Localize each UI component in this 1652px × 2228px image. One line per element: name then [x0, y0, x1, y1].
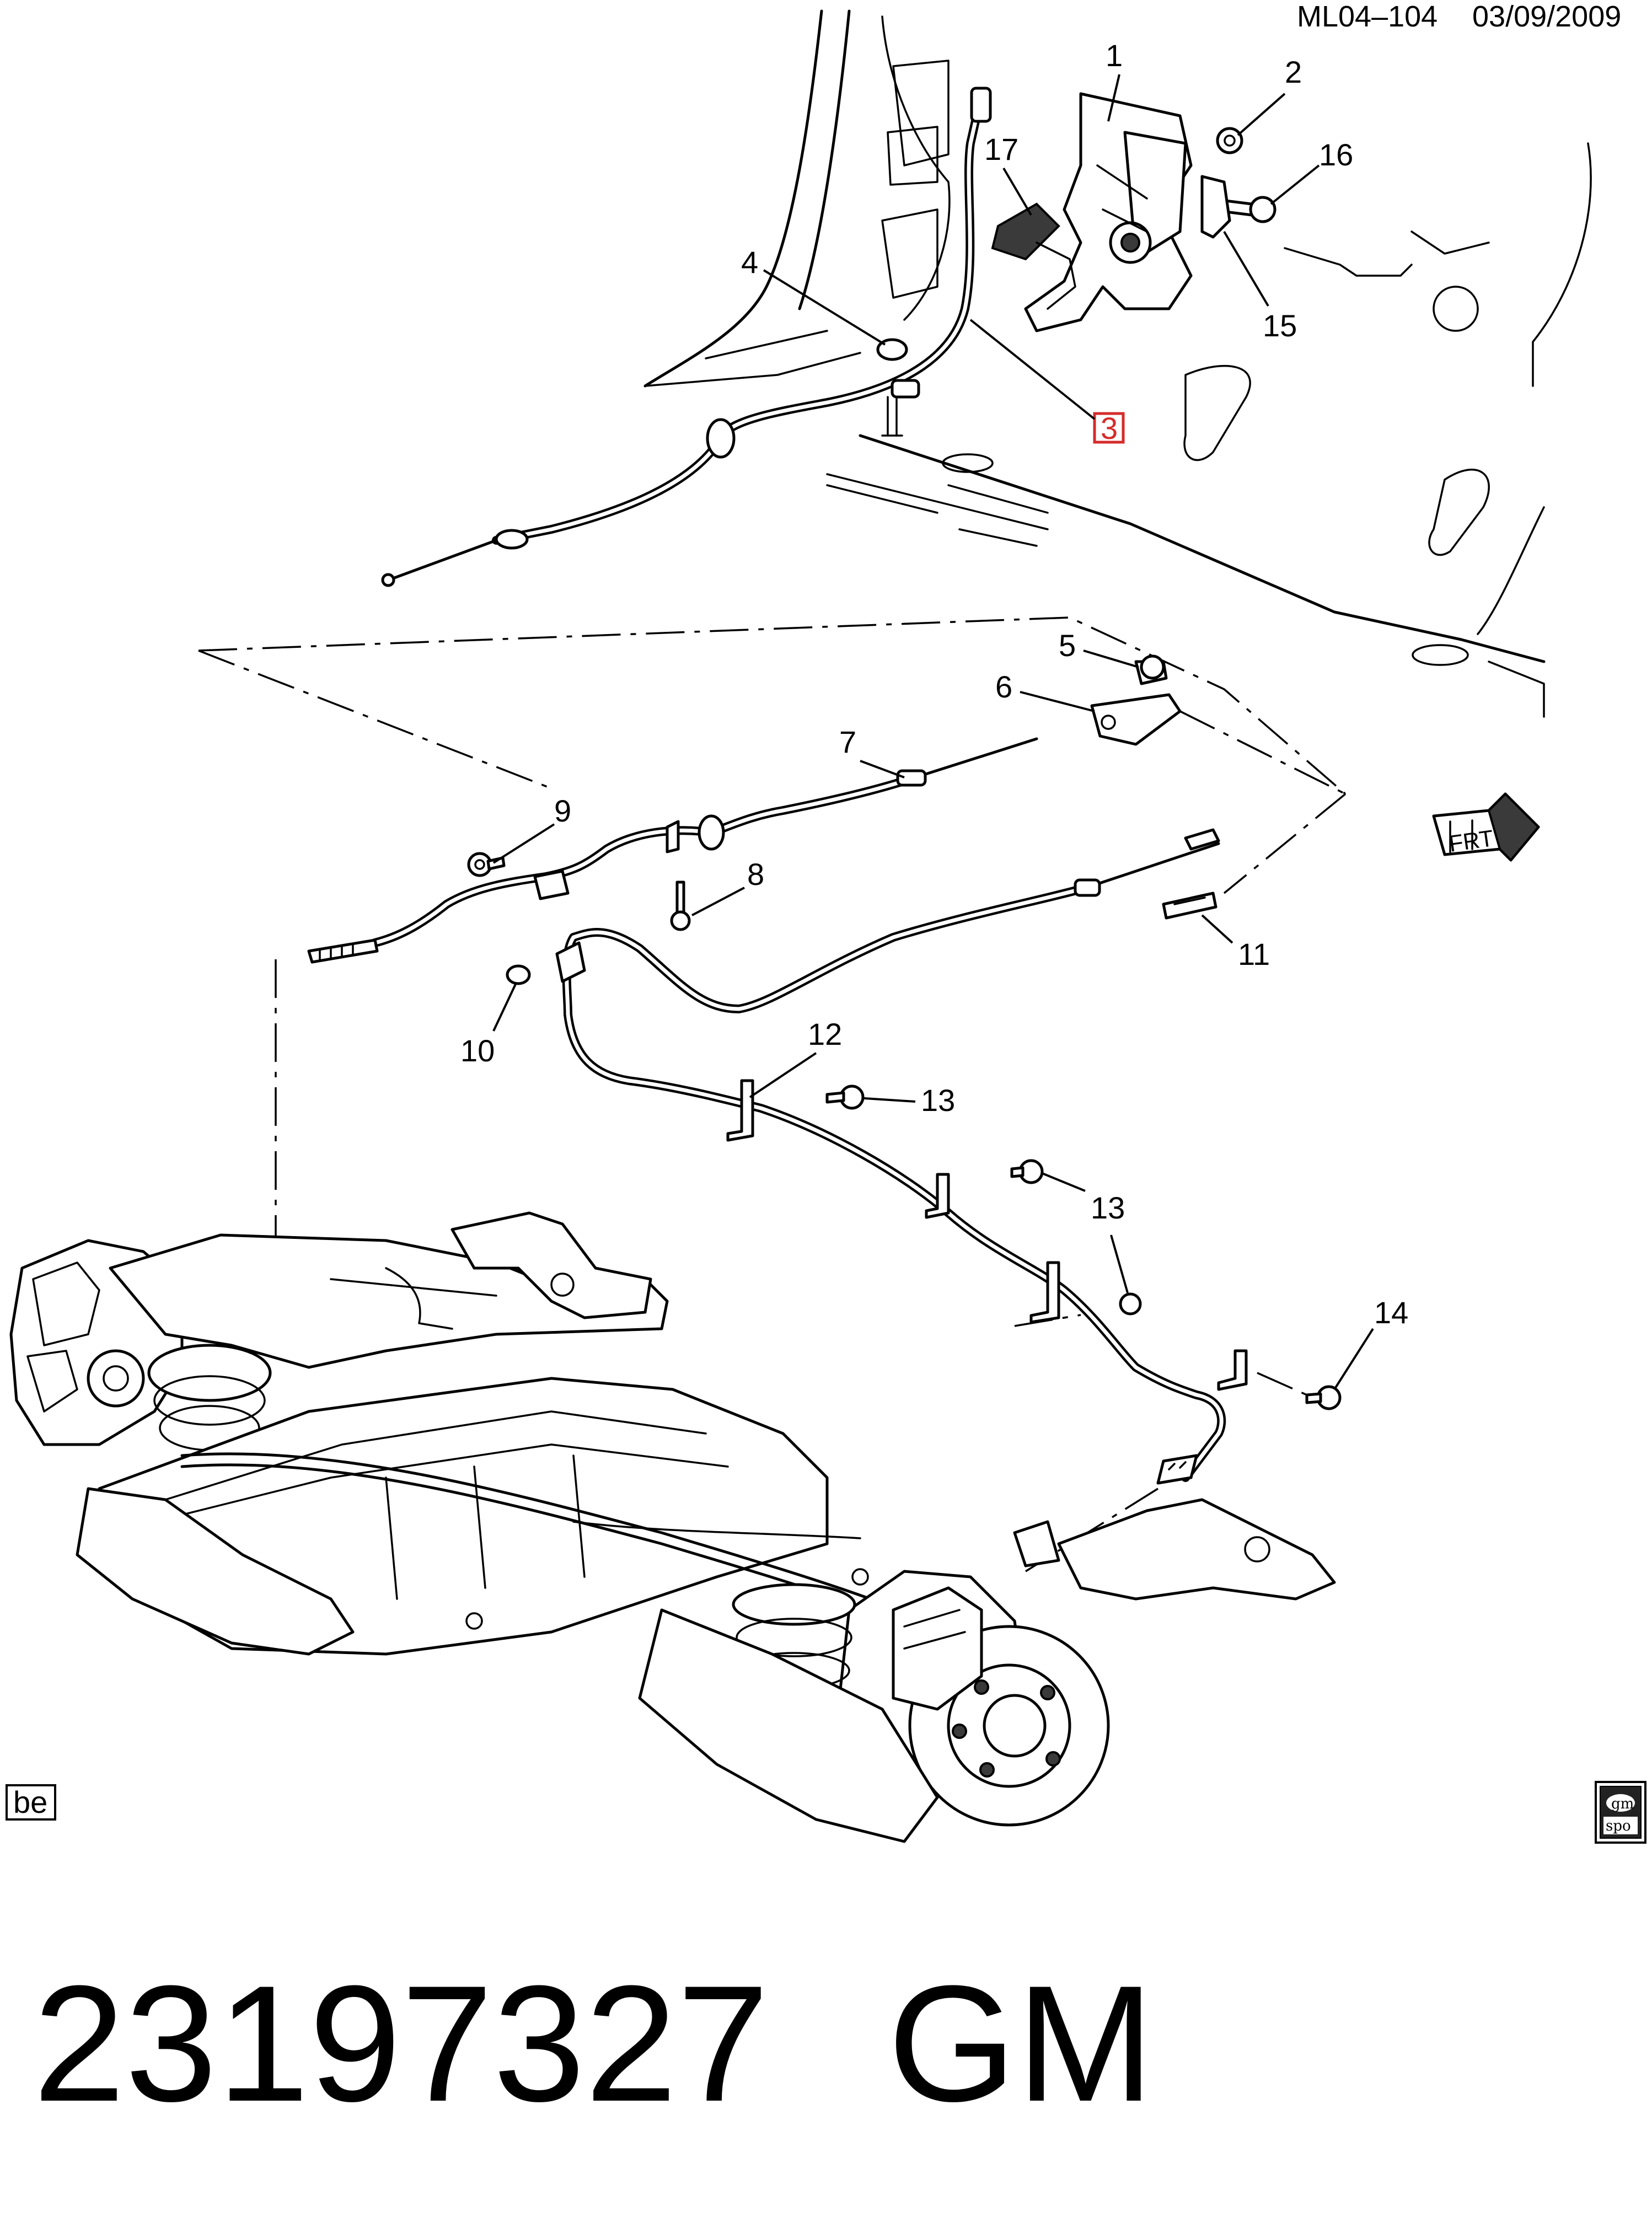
- callout-14: 14: [1374, 1295, 1408, 1330]
- callout-7: 7: [839, 724, 856, 759]
- front-parking-brake-cable: [381, 87, 992, 587]
- illustration-date: 03/09/2009: [1472, 0, 1621, 33]
- alignment-plane: [198, 616, 1347, 1252]
- callout-11: 11: [1238, 937, 1270, 971]
- cable-brackets: [555, 941, 1248, 1391]
- intermediate-cable-part-7: [707, 737, 1038, 837]
- footer-brand: GM: [888, 1951, 1154, 2136]
- nut-part-13-lower: [1119, 1292, 1142, 1316]
- parking-brake-pedal-assembly: [991, 92, 1193, 332]
- grommet-part-9: [467, 852, 506, 877]
- callout-5: 5: [1059, 628, 1076, 663]
- callout-8: 8: [747, 857, 764, 892]
- svg-text:be: be: [13, 1785, 47, 1819]
- callout-3: 3: [1101, 411, 1118, 445]
- callout-1: 1: [1106, 38, 1123, 73]
- bolt-part-13-lower: [1010, 1159, 1044, 1184]
- rear-suspension-subframe: [9, 1211, 1336, 1843]
- callout-12: 12: [808, 1017, 842, 1051]
- bracket-part-15: [1200, 175, 1231, 239]
- svg-text:spo: spo: [1606, 1818, 1631, 1834]
- footer-part-number: 23197327: [33, 1951, 769, 2136]
- callout-16: 16: [1319, 137, 1353, 172]
- svg-text:gm: gm: [1611, 1796, 1634, 1812]
- front-direction-arrow: FRT: [1432, 792, 1540, 862]
- vehicle-body-floor: [643, 9, 1592, 718]
- badge-be: be: [6, 1784, 56, 1821]
- callout-3-highlight: [1093, 412, 1125, 444]
- callout-13-upper: 13: [921, 1083, 955, 1118]
- nut-part-5: [1134, 654, 1168, 685]
- callout-9: 9: [554, 793, 571, 828]
- bolt-part-8: [670, 881, 691, 931]
- gm-spo-logo: gm spo: [1595, 1781, 1646, 1844]
- clip-part-11: [1162, 892, 1217, 920]
- nut-part-2: [1216, 127, 1243, 154]
- callout-10: 10: [460, 1033, 495, 1068]
- callout-2: 2: [1285, 55, 1302, 89]
- bolt-part-13-upper: [825, 1085, 865, 1110]
- callouts: 1 2 16 17 15 4 3 5 6 7 9 8: [460, 38, 1408, 1391]
- callout-6: 6: [995, 669, 1012, 704]
- callout-4: 4: [741, 245, 758, 280]
- right-rear-cable-part-12: [562, 828, 1226, 1485]
- bolt-part-14: [1305, 1385, 1342, 1410]
- equalizer-bracket-part-6: [1090, 693, 1182, 746]
- callout-17: 17: [984, 132, 1018, 167]
- grommet-part-10: [506, 964, 531, 985]
- front-arrow-label: FRT: [1447, 825, 1495, 857]
- callout-15: 15: [1263, 308, 1297, 343]
- illustration-code: ML04–104: [1297, 0, 1438, 33]
- left-rear-cable: [307, 814, 725, 964]
- callout-13-lower: 13: [1091, 1190, 1125, 1225]
